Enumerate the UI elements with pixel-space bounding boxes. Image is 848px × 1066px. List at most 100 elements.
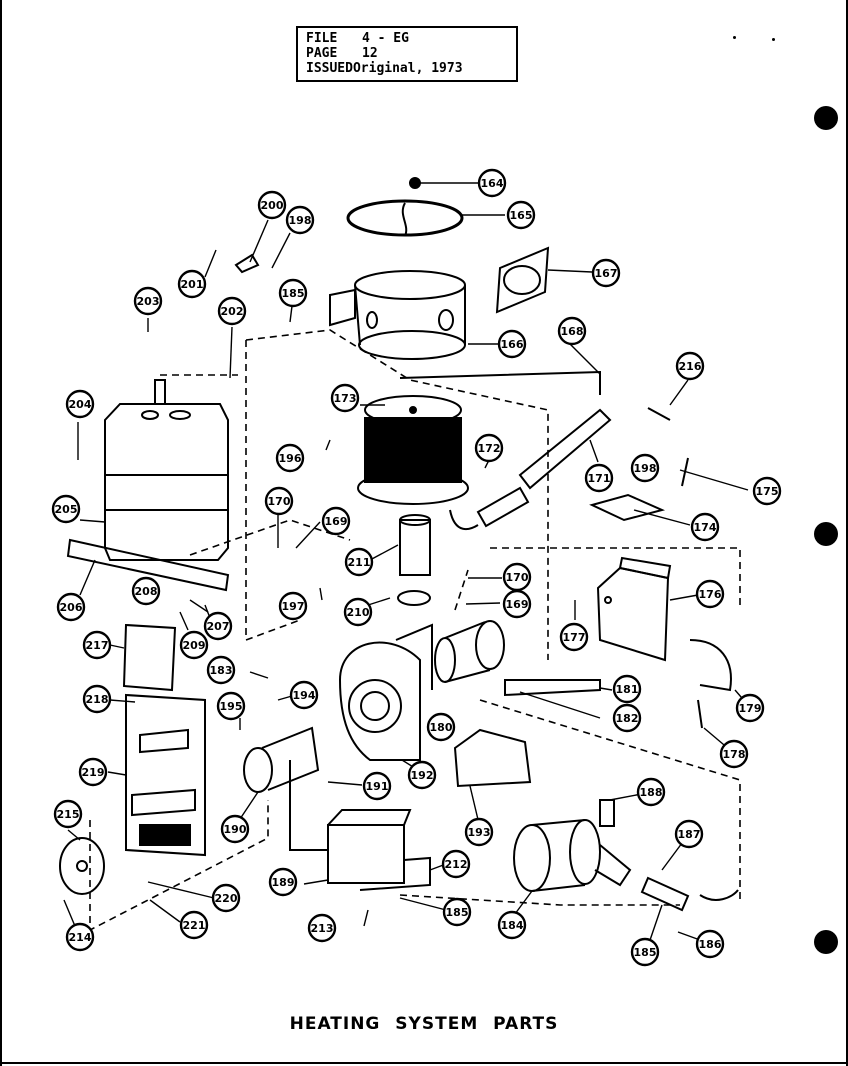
callout-164: 164: [477, 168, 507, 198]
callout-220: 220: [211, 883, 241, 913]
callout-189: 189: [268, 867, 298, 897]
callout-number: 178: [723, 748, 746, 761]
callout-180: 180: [426, 712, 456, 742]
callout-number: 175: [756, 485, 779, 498]
callout-185: 185: [278, 278, 308, 308]
callout-174: 174: [690, 512, 720, 542]
callout-number: 213: [311, 922, 334, 935]
part-gasket-167: [495, 246, 550, 314]
callout-178: 178: [719, 739, 749, 769]
issued-value: Original, 1973: [352, 61, 463, 76]
callout-196: 196: [275, 443, 305, 473]
callout-number: 190: [224, 823, 247, 836]
callout-217: 217: [82, 630, 112, 660]
part-housing-166: [329, 270, 466, 360]
page-label: PAGE: [306, 46, 338, 61]
part-disk-215: [59, 837, 105, 895]
callout-170: 170: [502, 562, 532, 592]
callout-188: 188: [636, 777, 666, 807]
callout-number: 192: [411, 769, 434, 782]
callout-number: 172: [478, 442, 501, 455]
callout-182: 182: [612, 703, 642, 733]
callout-194: 194: [289, 680, 319, 710]
callout-number: 205: [55, 503, 78, 516]
part-wire-179: [689, 639, 732, 692]
part-plate-217: [122, 623, 177, 692]
callout-183: 183: [206, 655, 236, 685]
callout-170: 170: [264, 486, 294, 516]
callout-193: 193: [464, 817, 494, 847]
callout-number: 203: [137, 295, 160, 308]
callout-168: 168: [557, 316, 587, 346]
callout-number: 186: [699, 938, 722, 951]
part-tank-205: [104, 379, 229, 561]
callout-number: 204: [69, 398, 92, 411]
callout-210: 210: [343, 597, 373, 627]
callout-number: 195: [220, 700, 243, 713]
callout-167: 167: [591, 258, 621, 288]
callout-number: 176: [699, 588, 722, 601]
callout-165: 165: [506, 200, 536, 230]
part-igniter-190: [243, 726, 320, 793]
sheet-bottom-edge: [0, 1062, 848, 1064]
callout-173: 173: [330, 383, 360, 413]
callout-177: 177: [559, 622, 589, 652]
callout-number: 187: [678, 828, 701, 841]
callout-number: 217: [86, 639, 109, 652]
binder-hole-top: [814, 106, 838, 130]
callout-number: 214: [69, 931, 92, 944]
callout-201: 201: [177, 269, 207, 299]
part-blower-housing-192: [338, 623, 433, 761]
callout-number: 220: [215, 892, 238, 905]
callout-169: 169: [321, 506, 351, 536]
callout-185: 185: [630, 937, 660, 967]
part-hose-end: [699, 889, 739, 901]
callout-215: 215: [53, 799, 83, 829]
part-sensor-178: [697, 699, 703, 729]
callout-166: 166: [497, 329, 527, 359]
callout-209: 209: [179, 630, 209, 660]
issued-line: ISSUEDOriginal, 1973: [306, 61, 508, 76]
callout-number: 216: [679, 360, 702, 373]
callout-200: 200: [257, 190, 287, 220]
print-speck: [733, 36, 736, 39]
callout-number: 207: [207, 620, 230, 633]
callout-184: 184: [497, 910, 527, 940]
callout-198: 198: [285, 205, 315, 235]
callout-202: 202: [217, 296, 247, 326]
callout-number: 169: [506, 598, 529, 611]
callout-191: 191: [362, 771, 392, 801]
callout-number: 165: [510, 209, 533, 222]
part-sleeve-211: [397, 514, 431, 606]
callout-number: 218: [86, 693, 109, 706]
callout-number: 210: [347, 606, 370, 619]
callout-number: 164: [481, 177, 504, 190]
sheet-right-edge: [846, 0, 848, 1066]
callout-number: 200: [261, 199, 284, 212]
part-rod-168: [399, 370, 601, 395]
part-bracket-174: [589, 493, 666, 522]
callout-number: 201: [181, 278, 204, 291]
part-bushing-188: [599, 799, 615, 827]
callout-number: 169: [325, 515, 348, 528]
part-bracket-200: [234, 253, 260, 274]
callout-214: 214: [65, 922, 95, 952]
callout-number: 212: [445, 858, 468, 871]
callout-number: 167: [595, 267, 618, 280]
sheet-left-edge: [0, 0, 2, 1066]
callout-number: 208: [135, 585, 158, 598]
callout-number: 166: [501, 338, 524, 351]
callout-185: 185: [442, 897, 472, 927]
part-motor-180: [434, 620, 505, 683]
part-valve-189: [289, 760, 431, 891]
callout-number: 198: [634, 462, 657, 475]
callout-number: 188: [640, 786, 663, 799]
callout-number: 177: [563, 631, 586, 644]
callout-176: 176: [695, 579, 725, 609]
callout-number: 215: [57, 808, 80, 821]
callout-number: 168: [561, 325, 584, 338]
